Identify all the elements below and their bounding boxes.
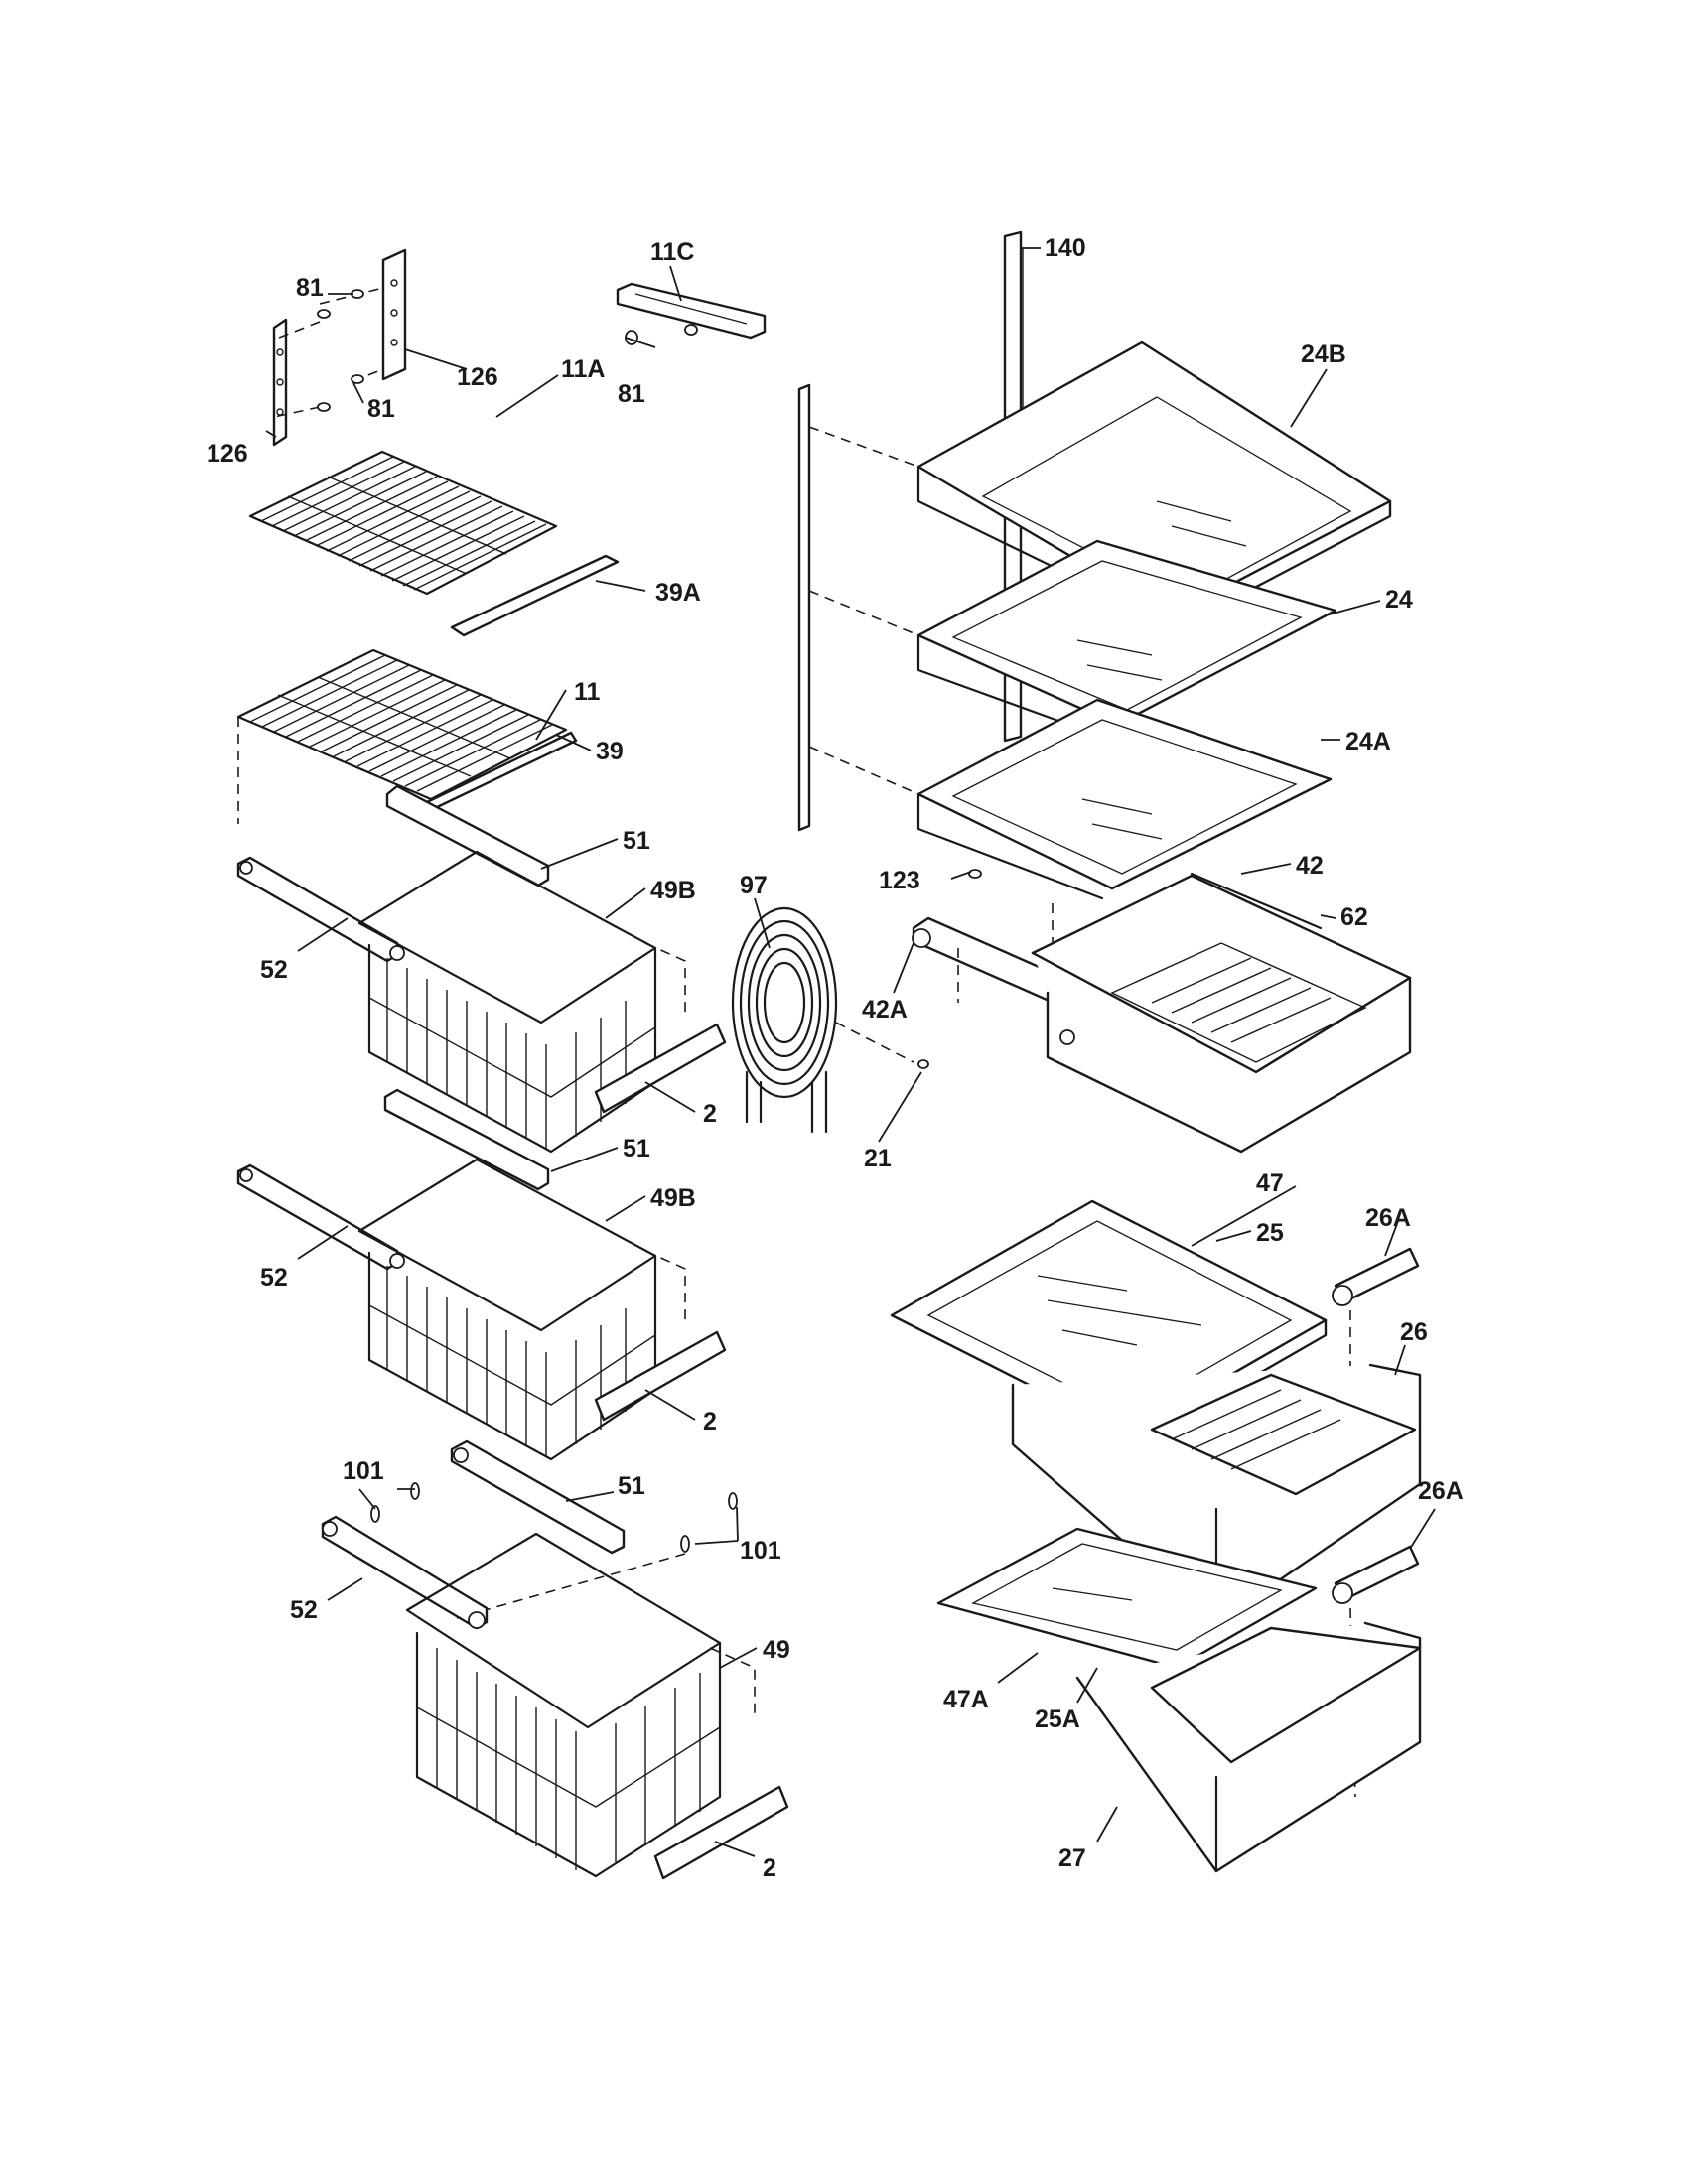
callout-39a: 39A [655,579,701,607]
basket-slide-51-upper [385,784,550,887]
crisper-drawer-27 [1075,1621,1422,1873]
callout-126-left: 126 [207,440,248,468]
shelf-rail-11c [616,282,767,345]
callout-49b-middle: 49B [650,1184,696,1212]
shelf-trim-39a [450,554,620,637]
crisper-drawer-62 [1031,874,1412,1154]
callout-labels: 140 11C 81 81 81 126 126 24B 11A 39A 24 … [207,234,1464,1882]
basket-trim-2-upper [594,1023,727,1114]
basket-slide-52-lower [321,1515,489,1630]
wire-basket-49 [405,1532,756,1878]
basket-slide-51-lower [450,1439,626,1555]
callout-25: 25 [1256,1219,1284,1247]
wire-basket-49b-middle [357,1158,686,1461]
drawer-cover-25a [936,1527,1318,1670]
callout-81-top: 81 [296,274,324,302]
shelf-bracket-126-right [381,248,407,381]
callout-51-lower: 51 [618,1472,645,1500]
screw-21 [917,1059,929,1069]
screws-101 [370,1482,738,1619]
callout-81-lower: 81 [367,395,395,423]
basket-slide-51-middle [383,1088,550,1191]
callout-26a-upper: 26A [1365,1204,1411,1232]
leader-lines [265,247,1436,1857]
callout-81-center: 81 [618,380,645,408]
glass-shelf-24 [916,539,1337,739]
callout-140: 140 [1045,234,1086,262]
callout-24b: 24B [1301,341,1346,368]
callout-27: 27 [1058,1844,1086,1872]
callout-2-middle: 2 [703,1408,717,1435]
callout-52-middle: 52 [260,1264,288,1292]
glass-insert-47a [1052,1587,1133,1601]
drawer-support-26a-upper [1332,1247,1420,1515]
condenser-coil-97 [731,906,914,1134]
drawer-cover-42 [1190,872,1323,930]
basket-slide-52-middle [236,1163,405,1271]
callout-2-lower: 2 [763,1854,776,1882]
callout-51-upper: 51 [623,827,650,855]
callout-11a: 11A [561,355,605,383]
callout-25a: 25A [1035,1706,1080,1733]
shelf-ladder-rail-left [797,383,919,832]
callout-26: 26 [1400,1318,1428,1346]
callout-47a: 47A [943,1686,989,1713]
callout-126-right: 126 [457,363,498,391]
callout-97: 97 [740,872,768,899]
callout-101-right: 101 [740,1537,781,1565]
callout-26a-lower: 26A [1418,1477,1464,1505]
basket-trim-2-middle [594,1330,727,1422]
callout-49b-upper: 49B [650,877,696,904]
callout-52-lower: 52 [290,1596,318,1624]
screw-123 [968,869,982,879]
callout-51-middle: 51 [623,1135,650,1162]
callout-42: 42 [1296,852,1324,880]
callout-123: 123 [879,867,920,894]
callout-101-left: 101 [343,1457,384,1485]
callout-11c: 11C [650,238,694,266]
callout-49: 49 [763,1636,790,1664]
shelf-bracket-126-left [272,318,288,447]
wire-shelf-11a [248,450,558,596]
glass-insert-47 [1037,1275,1202,1346]
callout-24a: 24A [1345,728,1391,755]
glass-shelf-24a [916,698,1333,900]
wire-shelf-11 [236,648,568,824]
callout-42a: 42A [862,996,908,1024]
callout-47: 47 [1256,1169,1284,1197]
callout-39: 39 [596,738,624,765]
callout-52-upper: 52 [260,956,288,984]
callout-24: 24 [1385,586,1413,614]
callout-2-upper: 2 [703,1100,717,1128]
basket-trim-2-lower [653,1785,789,1880]
basket-slide-52-upper [236,856,405,963]
callout-21: 21 [864,1145,892,1172]
callout-62: 62 [1340,903,1368,931]
callout-11: 11 [574,678,601,706]
